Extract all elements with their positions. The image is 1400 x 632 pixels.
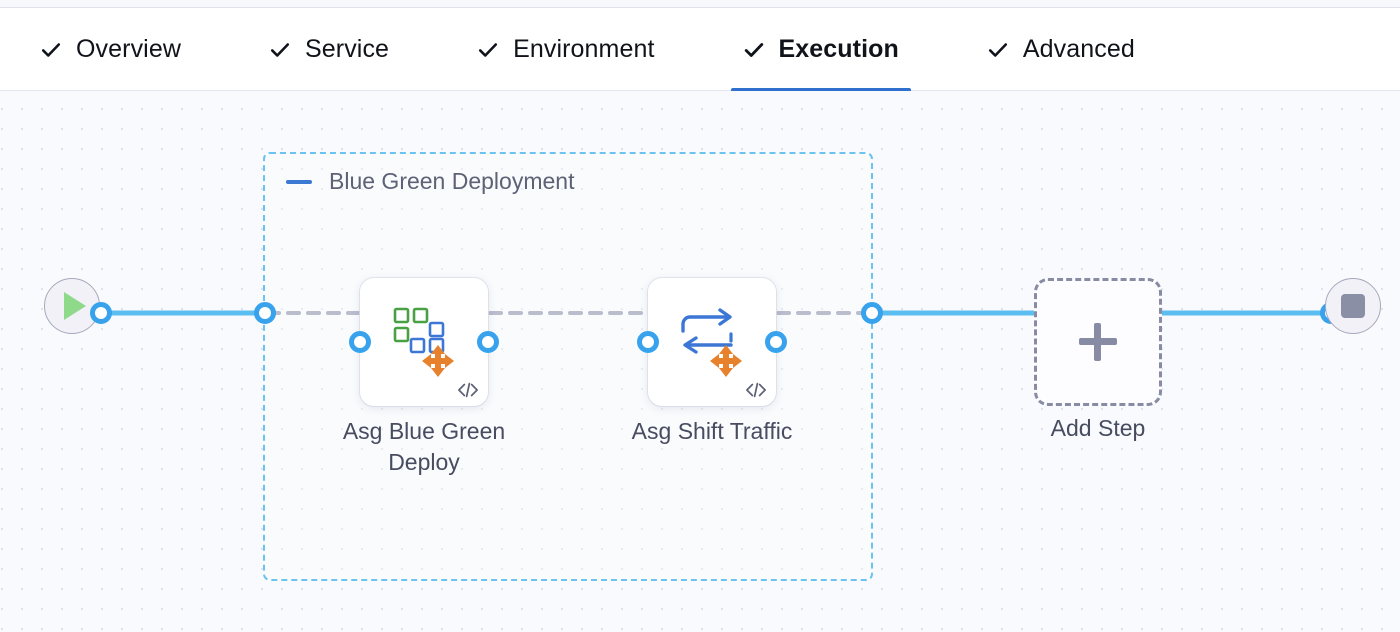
top-strip [0, 0, 1400, 8]
step-output-port[interactable] [765, 331, 787, 353]
add-step-node[interactable]: Add Step [1034, 278, 1162, 441]
tab-execution[interactable]: Execution [730, 9, 933, 92]
start-output-port[interactable] [90, 302, 112, 324]
code-icon [745, 380, 767, 400]
tab-environment[interactable]: Environment [471, 9, 688, 91]
add-step-button[interactable] [1034, 278, 1162, 406]
check-icon [40, 39, 62, 61]
tab-label-service: Service [305, 35, 390, 63]
stop-icon [1341, 294, 1365, 318]
play-icon [64, 292, 86, 320]
tab-underline-execution [730, 87, 911, 92]
step-group-header[interactable]: Blue Green Deployment [286, 170, 574, 193]
step-output-port[interactable] [477, 331, 499, 353]
tab-label-environment: Environment [513, 35, 655, 63]
tab-label-execution: Execution [778, 35, 899, 63]
step-card[interactable] [637, 278, 787, 406]
connector-wires [97, 310, 1333, 316]
plus-icon [1079, 323, 1117, 361]
step-input-port[interactable] [637, 331, 659, 353]
tab-label-advanced: Advanced [1022, 35, 1135, 63]
pipeline-start-node[interactable] [44, 278, 100, 334]
pipeline-end-node[interactable] [1325, 278, 1381, 334]
asg-blue-green-deploy-icon [385, 301, 463, 379]
check-icon [743, 39, 765, 61]
step-group-title: Blue Green Deployment [329, 168, 575, 194]
tab-advanced[interactable]: Advanced [981, 9, 1169, 91]
step-node-asg-blue-green-deploy[interactable]: Asg Blue Green Deploy [343, 278, 505, 475]
tab-service[interactable]: Service [263, 9, 423, 91]
step-node-asg-shift-traffic[interactable]: Asg Shift Traffic [632, 278, 792, 444]
pipeline-canvas[interactable]: Blue Green Deployment [0, 91, 1400, 632]
check-icon [987, 39, 1009, 61]
tab-label-overview: Overview [76, 35, 181, 63]
check-icon [477, 39, 499, 61]
step-input-port[interactable] [349, 331, 371, 353]
code-icon [457, 380, 479, 400]
asg-shift-traffic-icon [673, 301, 751, 379]
pipeline-tab-bar: Overview Service Environment Execution [0, 9, 1400, 92]
minus-icon[interactable] [286, 179, 312, 184]
group-entry-port[interactable] [254, 302, 276, 324]
group-exit-port[interactable] [861, 302, 883, 324]
check-icon [269, 39, 291, 61]
step-card[interactable] [349, 278, 499, 406]
tab-overview[interactable]: Overview [34, 9, 215, 91]
